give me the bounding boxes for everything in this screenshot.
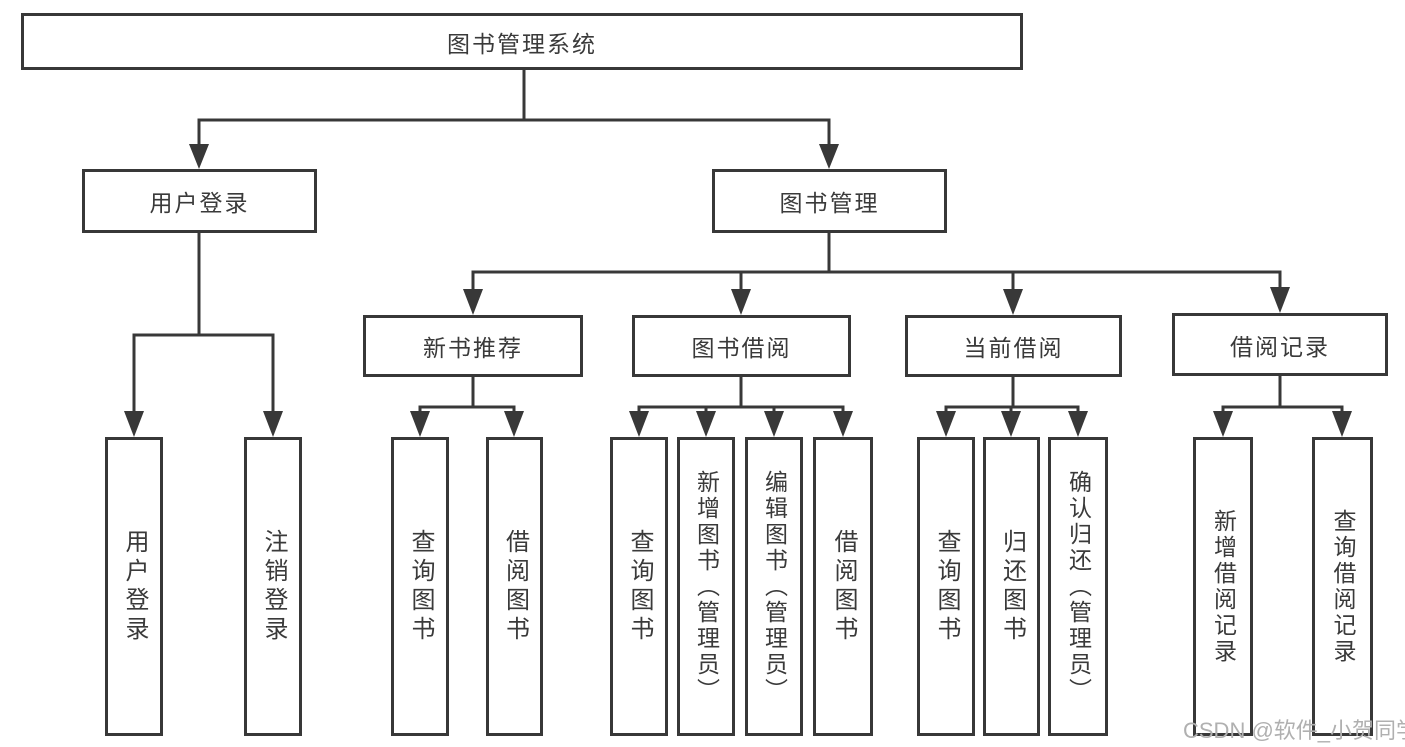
node-label: 查询图书	[933, 528, 960, 645]
node-label: 新增借阅记录	[1210, 508, 1237, 665]
node-leaf-user-login: 用户登录	[105, 437, 163, 736]
node-leaf-query-book-borrow: 查询图书	[610, 437, 668, 736]
node-label: 图书管理系统	[447, 30, 597, 57]
node-label: 借阅图书	[830, 528, 857, 645]
node-new-book-recommend: 新书推荐	[363, 315, 583, 377]
node-leaf-return-book: 归还图书	[983, 437, 1040, 736]
node-label: 查询图书	[626, 528, 653, 645]
node-label: 图书借阅	[691, 335, 792, 361]
node-book-borrow: 图书借阅	[632, 315, 851, 377]
node-label: 新书推荐	[423, 335, 523, 361]
node-label: 查询借阅记录	[1330, 508, 1356, 665]
node-label: 确认归还（管理员）	[1065, 469, 1092, 704]
node-label: 用户登录	[121, 528, 148, 645]
node-leaf-borrow-book-recommend: 借阅图书	[486, 437, 543, 736]
node-leaf-add-borrow-record: 新增借阅记录	[1193, 437, 1253, 736]
node-label: 当前借阅	[963, 335, 1064, 361]
node-label: 查询图书	[407, 528, 434, 645]
node-label: 归还图书	[998, 528, 1026, 645]
csdn-watermark: CSDN @软件_小贺同学	[1183, 718, 1405, 743]
node-leaf-query-borrow-record: 查询借阅记录	[1312, 437, 1373, 736]
node-label: 编辑图书（管理员）	[761, 469, 788, 704]
node-label: 注销登录	[260, 528, 287, 645]
node-leaf-borrow-book: 借阅图书	[813, 437, 873, 736]
node-leaf-confirm-return-admin: 确认归还（管理员）	[1048, 437, 1108, 736]
node-current-borrow: 当前借阅	[905, 315, 1122, 377]
node-library-system: 图书管理系统	[21, 13, 1023, 70]
node-leaf-edit-book-admin: 编辑图书（管理员）	[745, 437, 803, 736]
arrowheads	[124, 144, 1352, 437]
node-label: 借阅记录	[1230, 333, 1330, 360]
node-borrow-record: 借阅记录	[1172, 313, 1388, 376]
node-leaf-add-book-admin: 新增图书（管理员）	[677, 437, 735, 736]
node-label: 新增图书（管理员）	[693, 469, 720, 704]
node-leaf-query-book-recommend: 查询图书	[391, 437, 449, 736]
node-label: 用户登录	[149, 190, 250, 216]
node-label: 借阅图书	[501, 528, 529, 645]
node-book-management: 图书管理	[712, 169, 947, 233]
node-leaf-query-book-current: 查询图书	[917, 437, 975, 736]
node-label: 图书管理	[779, 190, 880, 216]
node-user-login: 用户登录	[82, 169, 317, 233]
node-leaf-logout: 注销登录	[244, 437, 302, 736]
